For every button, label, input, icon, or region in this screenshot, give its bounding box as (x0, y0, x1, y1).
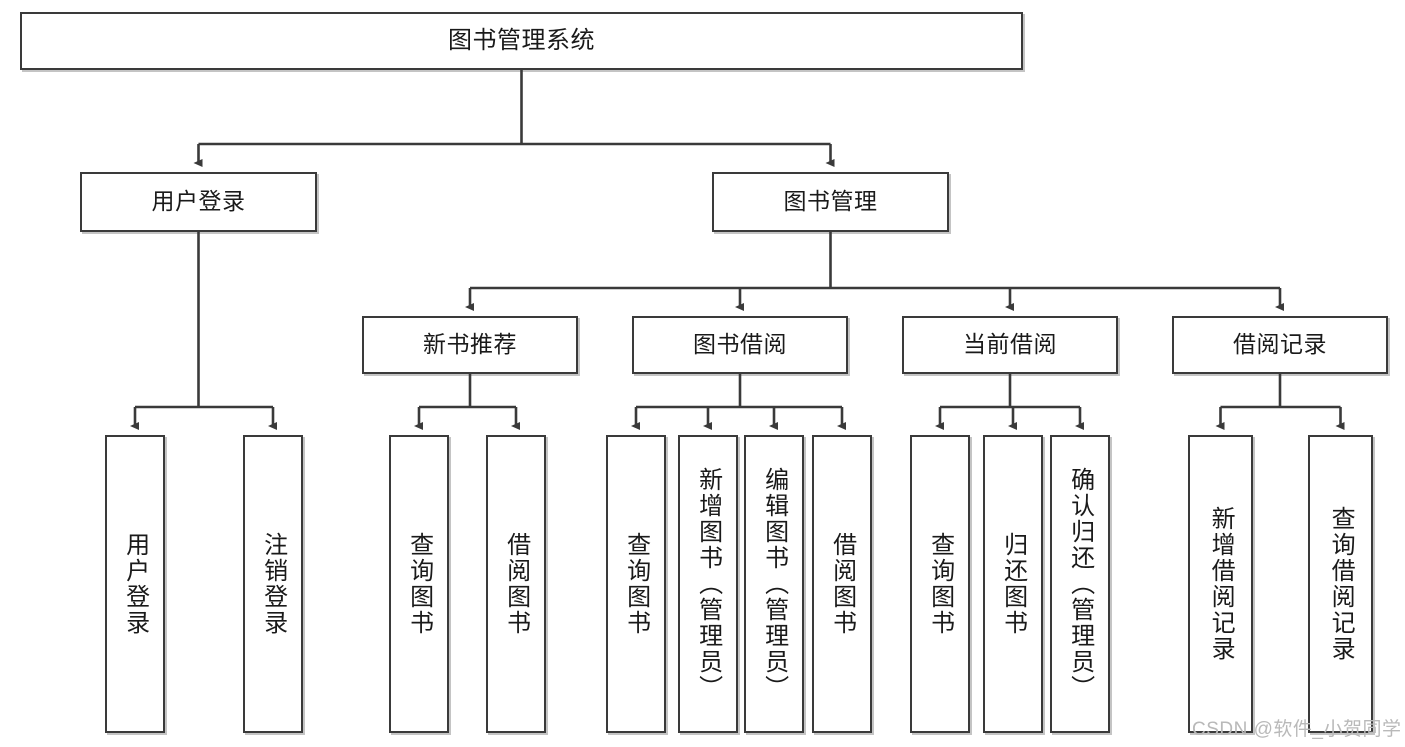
node-leaf-add-record[interactable]: 新增借阅记录 (1188, 435, 1253, 733)
node-leaf-confirm-return[interactable]: 确认归还（管理员） (1050, 435, 1110, 733)
node-label: 借阅记录 (1233, 331, 1327, 358)
node-leaf-borrow-book-1[interactable]: 借阅图书 (486, 435, 546, 733)
csdn-watermark: CSDN @软件_小贺同学 (1192, 719, 1402, 740)
node-leaf-user-login[interactable]: 用户登录 (105, 435, 165, 733)
node-leaf-borrow-book-2[interactable]: 借阅图书 (812, 435, 872, 733)
node-label: 确认归还（管理员） (1066, 467, 1094, 701)
node-current[interactable]: 当前借阅 (902, 316, 1118, 374)
node-label: 用户登录 (121, 532, 149, 636)
node-leaf-return-book[interactable]: 归还图书 (983, 435, 1043, 733)
node-label: 查询图书 (405, 532, 433, 636)
node-leaf-edit-book[interactable]: 编辑图书（管理员） (744, 435, 804, 733)
node-leaf-user-logout[interactable]: 注销登录 (243, 435, 303, 733)
node-label: 编辑图书（管理员） (760, 467, 788, 701)
node-label: 借阅图书 (502, 532, 530, 636)
node-leaf-query-book-2[interactable]: 查询图书 (606, 435, 666, 733)
node-root[interactable]: 图书管理系统 (20, 12, 1023, 70)
node-label: 查询借阅记录 (1327, 506, 1355, 662)
node-leaf-query-book-3[interactable]: 查询图书 (910, 435, 970, 733)
node-bookmgmt[interactable]: 图书管理 (712, 172, 949, 232)
node-label: 新增借阅记录 (1207, 506, 1235, 662)
node-leaf-add-book[interactable]: 新增图书（管理员） (678, 435, 738, 733)
node-label: 借阅图书 (828, 532, 856, 636)
node-label: 注销登录 (259, 532, 287, 636)
node-label: 新增图书（管理员） (694, 467, 722, 701)
node-label: 查询图书 (622, 532, 650, 636)
node-label: 新书推荐 (423, 331, 517, 358)
node-login[interactable]: 用户登录 (80, 172, 317, 232)
node-leaf-query-record[interactable]: 查询借阅记录 (1308, 435, 1373, 733)
node-label: 图书借阅 (693, 331, 787, 358)
node-label: 用户登录 (151, 188, 246, 215)
node-newbook[interactable]: 新书推荐 (362, 316, 578, 374)
node-borrow[interactable]: 图书借阅 (632, 316, 848, 374)
node-label: 图书管理系统 (448, 26, 595, 54)
node-label: 查询图书 (926, 532, 954, 636)
node-leaf-query-book-1[interactable]: 查询图书 (389, 435, 449, 733)
node-label: 归还图书 (999, 532, 1027, 636)
node-label: 当前借阅 (963, 331, 1057, 358)
node-label: 图书管理 (783, 188, 878, 215)
node-records[interactable]: 借阅记录 (1172, 316, 1388, 374)
